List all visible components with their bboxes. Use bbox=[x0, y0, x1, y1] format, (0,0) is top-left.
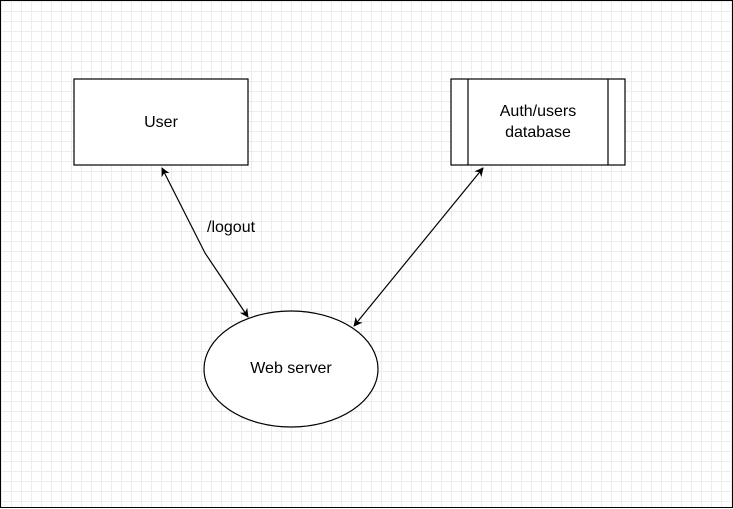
auth-db-box bbox=[450, 78, 626, 166]
auth-db-label-line2: database bbox=[505, 124, 571, 141]
edge-web-server-auth-db-line bbox=[353, 167, 484, 327]
web-server-node[interactable]: Web server bbox=[203, 310, 379, 428]
edge-logout-label: /logout bbox=[207, 219, 256, 236]
user-box bbox=[73, 78, 249, 166]
edge-web-server-auth-db[interactable] bbox=[353, 167, 484, 327]
edge-user-web-server[interactable]: /logout bbox=[161, 167, 256, 318]
auth-db-label-line1: Auth/users bbox=[500, 103, 576, 120]
web-server-label: Web server bbox=[250, 360, 332, 377]
user-node[interactable]: User bbox=[73, 78, 249, 166]
auth-db-node[interactable]: Auth/users database bbox=[450, 78, 626, 166]
web-server-ellipse bbox=[203, 310, 379, 428]
user-label: User bbox=[144, 114, 178, 131]
edge-user-web-server-line bbox=[161, 167, 249, 318]
